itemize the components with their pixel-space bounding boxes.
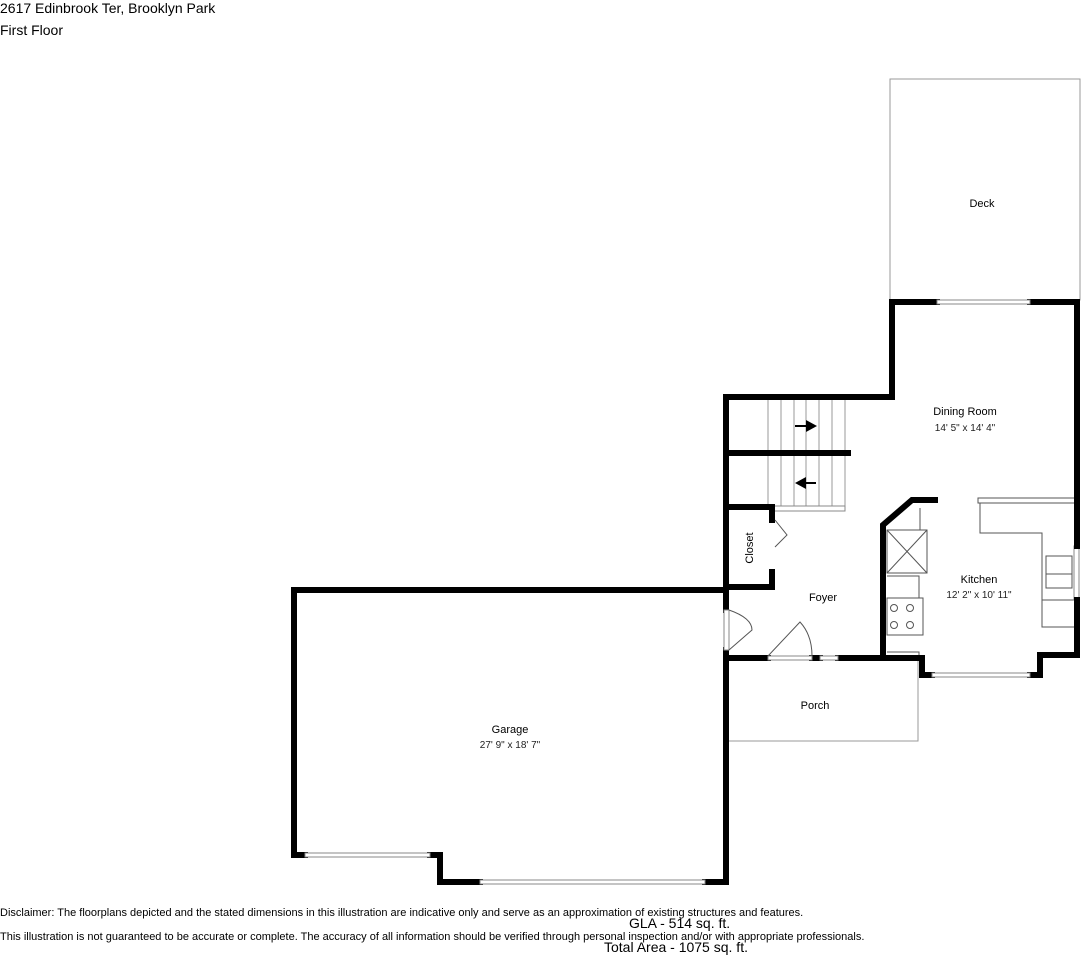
room-label-garage: Garage: [492, 724, 529, 736]
front-door-frame: [767, 655, 813, 661]
dining-window: [936, 299, 1031, 305]
deck-outline: [889, 78, 1081, 301]
room-dims-garage: 27' 9" x 18' 7": [480, 740, 541, 751]
room-label-porch: Porch: [801, 700, 830, 712]
foyer-window: [819, 655, 839, 661]
garage-door: [479, 879, 706, 885]
walls: [291, 299, 1080, 885]
room-dims-dining: 14' 5" x 14' 4": [935, 423, 996, 434]
garage-entry-door[interactable]: [728, 609, 753, 651]
garage-window: [304, 852, 431, 858]
room-label-dining: Dining Room: [933, 406, 997, 418]
room-label-foyer: Foyer: [809, 592, 837, 604]
address-title: 2617 Edinbrook Ter, Brooklyn Park: [0, 0, 216, 16]
floor-label: First Floor: [0, 22, 63, 38]
stair-arrow-down-icon: [795, 477, 816, 489]
room-label-closet: Closet: [744, 532, 756, 563]
stair-arrow-up-icon: [795, 420, 817, 432]
total-area: Total Area - 1075 sq. ft.: [604, 939, 748, 955]
garage-entry-door-frame: [723, 609, 730, 651]
room-label-kitchen: Kitchen: [961, 574, 998, 586]
disclaimer-line-1: Disclaimer: The floorplans depicted and …: [0, 907, 804, 919]
kitchen-fixtures: [886, 497, 1076, 658]
kitchen-window: [1073, 545, 1080, 601]
staircase: [767, 400, 846, 512]
room-dims-kitchen: 12' 2" x 10' 11": [946, 590, 1012, 601]
closet-door[interactable]: [774, 519, 788, 548]
kitchen-bottom-window: [931, 672, 1031, 678]
room-label-deck: Deck: [969, 198, 995, 210]
gla-area: GLA - 514 sq. ft.: [629, 915, 731, 931]
disclaimer-line-2: This illustration is not guaranteed to b…: [0, 931, 865, 943]
front-door[interactable]: [767, 621, 813, 657]
